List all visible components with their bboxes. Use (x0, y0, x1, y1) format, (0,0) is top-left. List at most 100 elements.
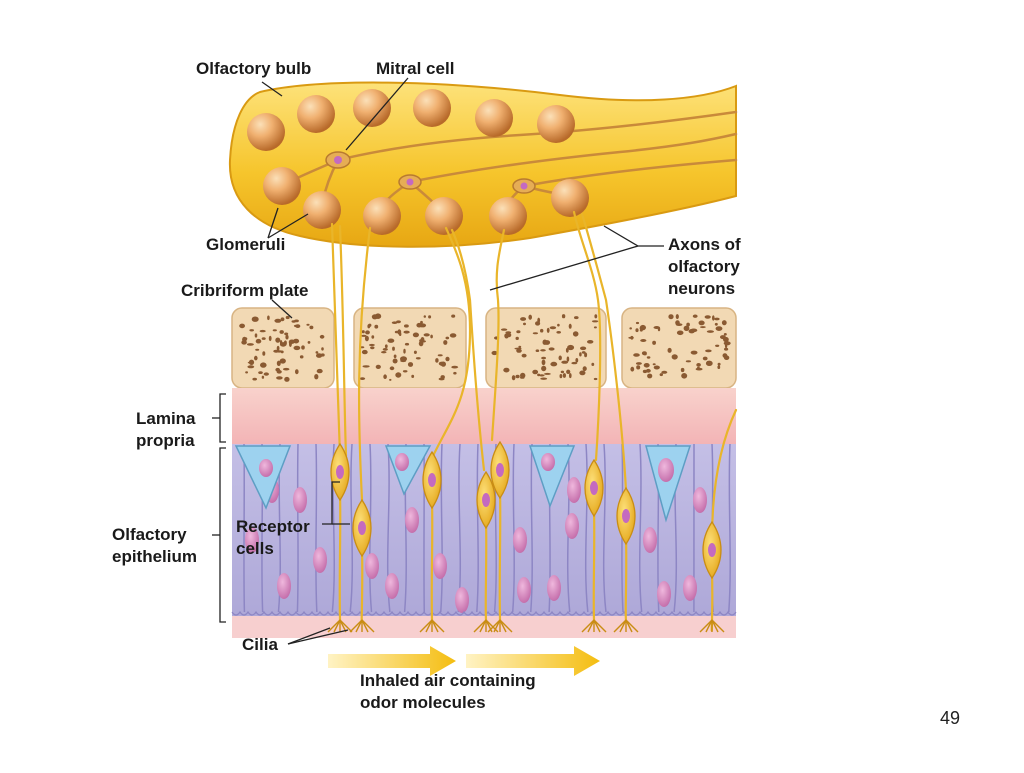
bone-pore (416, 357, 421, 359)
bone-pore (668, 348, 672, 353)
bone-pore (579, 371, 585, 376)
bone-pore (660, 373, 663, 376)
bone-pore (537, 318, 540, 323)
bone-pore (686, 360, 691, 362)
bone-pore (654, 366, 660, 370)
bone-pore (280, 342, 287, 347)
bone-pore (532, 370, 538, 375)
bone-pore (725, 343, 727, 348)
bone-pore (539, 374, 545, 376)
bone-pore (549, 347, 555, 350)
label-lamina-line2: propria (136, 430, 195, 451)
bone-pore (550, 362, 557, 367)
bone-pore (255, 349, 259, 351)
bone-pore (286, 316, 290, 319)
bone-pore (720, 335, 726, 339)
bone-pore (446, 337, 450, 340)
supporting-cell-nucleus (405, 507, 419, 533)
bone-pore (370, 346, 374, 349)
bone-pore (428, 315, 431, 318)
bone-pore (371, 335, 374, 338)
bone-pore (633, 353, 640, 357)
supporting-cell-nucleus (433, 553, 447, 579)
label-inhaled-air-line1: Inhaled air containing (360, 670, 536, 691)
bone-pore (276, 376, 283, 379)
bone-pore (256, 339, 262, 344)
bone-pore (419, 323, 426, 327)
bone-pore (306, 324, 309, 326)
bone-pore (690, 329, 697, 333)
bone-pore (247, 365, 254, 368)
bone-pore (567, 357, 570, 362)
bone-pore (420, 340, 426, 342)
bone-pore (675, 320, 680, 325)
bone-pore (392, 321, 398, 324)
bone-pore (636, 365, 640, 369)
bone-pore (696, 363, 701, 367)
bone-pore (543, 340, 548, 345)
label-axons-line3: neurons (668, 278, 735, 299)
supporting-cell-nucleus (313, 547, 327, 573)
bone-pore (700, 326, 706, 328)
bone-pore (394, 355, 397, 359)
bone-pore (705, 350, 712, 353)
bone-pore (283, 368, 289, 371)
bone-pore (301, 345, 305, 349)
cribriform-plate (232, 308, 736, 388)
basal-cell-nucleus (541, 453, 555, 471)
bone-pore (365, 330, 370, 334)
supporting-cell-nucleus (547, 575, 561, 601)
bone-pore (300, 355, 304, 358)
bone-pore (724, 348, 728, 351)
bone-pore (594, 326, 597, 328)
label-olfactory-bulb: Olfactory bulb (196, 58, 311, 79)
bone-pore (362, 330, 365, 333)
bone-pore (249, 360, 254, 365)
bone-pore (262, 351, 265, 356)
bone-pore (414, 351, 417, 354)
bone-pore (393, 359, 398, 364)
bone-pore (583, 366, 587, 371)
bone-pore (512, 375, 516, 380)
bone-pore (277, 370, 282, 374)
bulb-cell (475, 99, 513, 137)
bone-pore (693, 315, 698, 318)
supporting-cell-nucleus (293, 487, 307, 513)
bone-pore (541, 366, 546, 371)
bone-pore (385, 344, 388, 348)
mucus-layer (232, 616, 736, 638)
bone-pore (374, 325, 378, 329)
bone-pore (424, 333, 430, 336)
bone-pore (676, 314, 679, 319)
bone-pore (550, 326, 556, 329)
bone-pore (285, 335, 288, 340)
bone-pore (438, 354, 443, 356)
bone-pore (295, 369, 299, 374)
bone-pore (672, 354, 678, 359)
bone-pore (255, 333, 258, 337)
bone-pore (247, 343, 254, 346)
bone-pore (389, 379, 391, 381)
bone-pore (430, 335, 433, 339)
bone-pore (640, 339, 646, 342)
basal-cell-nucleus (658, 458, 674, 482)
bone-pore (653, 363, 656, 365)
bone-pore (571, 362, 577, 364)
bone-pore (559, 356, 562, 361)
bone-pore (647, 374, 652, 379)
bone-pore (705, 315, 711, 318)
bone-pore (314, 374, 318, 379)
bone-pore (289, 341, 292, 347)
bulb-cell (247, 113, 285, 151)
bone-pore (276, 350, 283, 352)
bone-pore (717, 365, 720, 369)
bone-pore (574, 316, 579, 319)
bone-pore (718, 363, 721, 366)
bone-pore (441, 375, 445, 379)
basal-cell-nucleus (395, 453, 409, 471)
bone-pore (591, 363, 594, 366)
label-mitral-cell: Mitral cell (376, 58, 454, 79)
bone-pore (413, 333, 419, 338)
glomerulus (303, 191, 341, 229)
